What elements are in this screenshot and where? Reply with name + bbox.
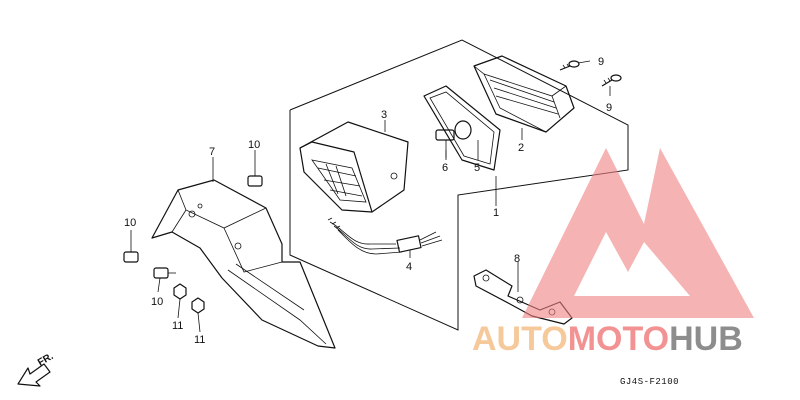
lens-gasket-part-5 xyxy=(423,85,501,171)
callout-11-left: 11 xyxy=(172,320,183,332)
wire-harness-part-4 xyxy=(327,217,443,255)
figure-code: GJ4S-F2100 xyxy=(620,377,679,387)
nut-part-11-right xyxy=(191,297,205,314)
bolt-part-10-mid xyxy=(153,267,176,279)
nut-part-11-left xyxy=(173,283,187,300)
screw-part-9-bottom xyxy=(601,74,622,87)
leader-lines xyxy=(130,60,611,333)
front-direction-indicator: FR. xyxy=(17,351,56,387)
assembly-frame xyxy=(289,39,629,331)
bolt-part-10-left xyxy=(123,246,139,263)
callout-6: 6 xyxy=(442,162,448,174)
callout-10-top: 10 xyxy=(248,139,260,151)
bolt-part-10-top xyxy=(247,168,263,187)
taillight-lens-part-2 xyxy=(473,55,575,133)
callout-11-right: 11 xyxy=(194,334,205,346)
watermark-wordmark: AUTOMOTOHUB xyxy=(472,320,743,358)
callout-10-mid: 10 xyxy=(151,296,163,308)
callout-1: 1 xyxy=(493,207,499,219)
callout-4: 4 xyxy=(406,261,412,273)
front-indicator-label: FR. xyxy=(36,351,56,369)
screw-part-9-top xyxy=(559,60,580,71)
watermark-logo: AUTOMOTOHUB xyxy=(472,148,754,358)
callout-5: 5 xyxy=(474,162,480,174)
callout-9-top: 9 xyxy=(598,56,604,68)
rear-fender-part-7 xyxy=(151,179,336,349)
callout-10-left: 10 xyxy=(124,217,136,229)
callout-8: 8 xyxy=(514,253,520,265)
callout-2: 2 xyxy=(518,142,524,154)
callout-9-bottom: 9 xyxy=(606,102,612,114)
bulb-part-6 xyxy=(435,120,472,158)
watermark-triangle-icon xyxy=(522,148,754,318)
front-arrow-icon xyxy=(17,363,51,387)
callout-7: 7 xyxy=(209,146,215,158)
callouts: 1 2 3 4 5 6 7 8 9 9 10 10 10 11 11 xyxy=(124,56,612,346)
callout-3: 3 xyxy=(381,109,387,121)
taillight-housing-part-3 xyxy=(299,121,409,213)
